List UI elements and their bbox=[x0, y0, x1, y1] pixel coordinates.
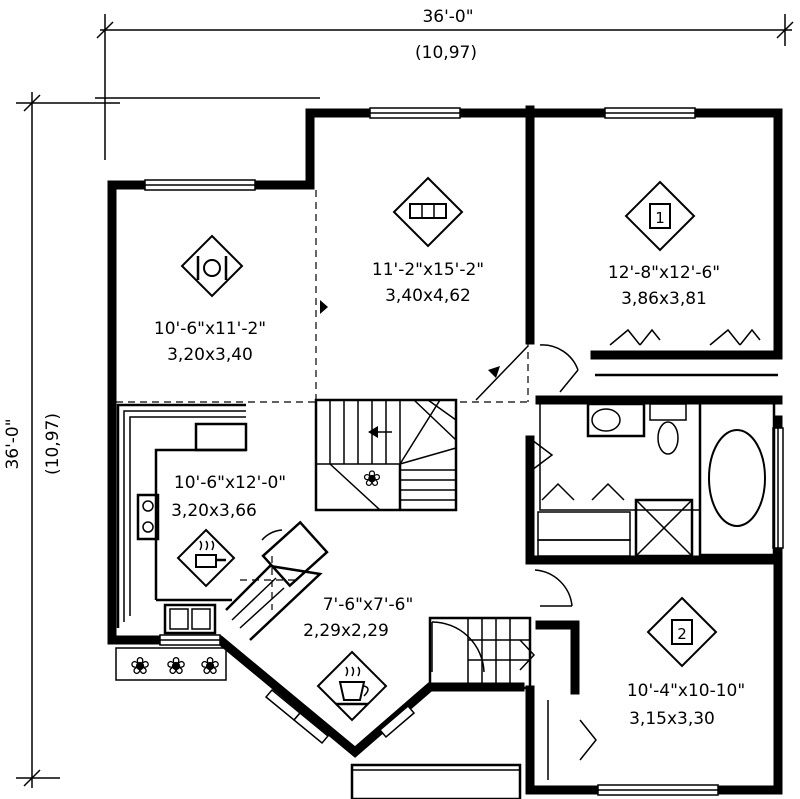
room-living: 11'-2"x15'-2" 3,40x4,62 bbox=[372, 176, 484, 306]
width-dimension: 36'-0" (10,97) bbox=[95, 7, 794, 160]
room-nook: 7'-6"x7'-6" 2,29x2,29 bbox=[303, 595, 414, 722]
dining-metric-label: 3,20x3,40 bbox=[167, 345, 253, 365]
window bbox=[378, 704, 416, 739]
width-imperial-label: 36'-0" bbox=[422, 7, 473, 27]
depth-imperial-label: 36'-0" bbox=[3, 418, 23, 469]
depth-metric-label: (10,97) bbox=[43, 413, 63, 475]
bedroom-2-badge: 2 bbox=[677, 625, 687, 643]
entry bbox=[350, 569, 597, 799]
dining-icon bbox=[180, 234, 244, 298]
width-metric-label: (10,97) bbox=[415, 43, 477, 63]
room-dining: 10'-6"x11'-2" 3,20x3,40 bbox=[154, 234, 266, 365]
dining-imperial-label: 10'-6"x11'-2" bbox=[154, 319, 266, 339]
svg-text:❀: ❀ bbox=[130, 652, 150, 680]
svg-text:❀: ❀ bbox=[363, 467, 381, 492]
room-bedroom-1: 1 12'-8"x12'-6" 3,86x3,81 bbox=[608, 180, 720, 309]
cooking-pot-icon bbox=[176, 528, 236, 588]
kitchen-metric-label: 3,20x3,66 bbox=[171, 501, 257, 521]
kitchen-imperial-label: 10'-6"x12'-0" bbox=[174, 473, 286, 493]
sofa-icon bbox=[392, 176, 464, 248]
bedroom-2-imperial-label: 10'-4"x10-10" bbox=[627, 681, 745, 701]
room-bedroom-2: 2 10'-4"x10-10" 3,15x3,30 bbox=[627, 596, 745, 729]
svg-text:❀: ❀ bbox=[166, 652, 186, 680]
staircase: ❀ bbox=[314, 398, 458, 512]
bedroom-1-imperial-label: 12'-8"x12'-6" bbox=[608, 263, 720, 283]
bedroom-1-metric-label: 3,86x3,81 bbox=[621, 289, 707, 309]
bedroom-1-icon: 1 bbox=[624, 180, 696, 252]
bedroom-2-metric-label: 3,15x3,30 bbox=[629, 709, 715, 729]
coffee-cup-icon bbox=[316, 650, 388, 722]
kitchen-counters bbox=[116, 403, 329, 641]
living-metric-label: 3,40x4,62 bbox=[385, 286, 471, 306]
windows bbox=[144, 107, 784, 796]
svg-text:❀: ❀ bbox=[200, 652, 220, 680]
bedroom-1-badge: 1 bbox=[655, 209, 665, 227]
nook-metric-label: 2,29x2,29 bbox=[303, 621, 389, 641]
depth-dimension: 36'-0" (10,97) bbox=[3, 92, 120, 788]
room-kitchen: 10'-6"x12'-0" 3,20x3,66 bbox=[171, 473, 286, 588]
living-imperial-label: 11'-2"x15'-2" bbox=[372, 260, 484, 280]
window bbox=[292, 711, 330, 745]
nook-imperial-label: 7'-6"x7'-6" bbox=[323, 595, 414, 615]
bedroom-2-icon: 2 bbox=[646, 596, 718, 668]
planter: ❀ ❀ ❀ bbox=[115, 647, 227, 681]
bathroom bbox=[531, 328, 783, 558]
interior-lines bbox=[116, 190, 529, 403]
